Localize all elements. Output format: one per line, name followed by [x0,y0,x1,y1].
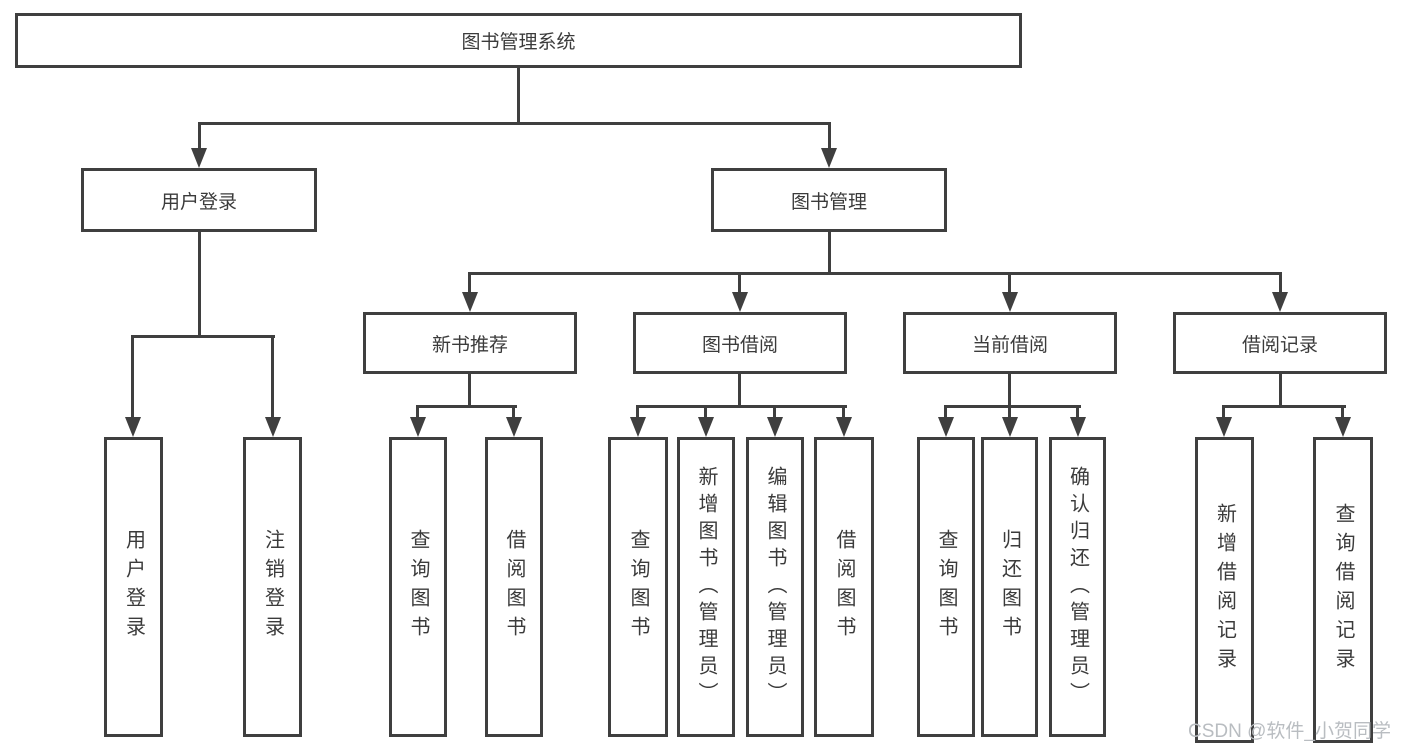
node-library-system: 图书管理系统 [15,13,1022,68]
leaf-return-book: 归还图书 [981,437,1038,737]
leaf-query-borrow-record: 查询借阅记录 [1313,437,1373,743]
arrowhead-icon [732,292,748,312]
connector-line [1222,405,1346,408]
connector-line [636,405,847,408]
arrowhead-icon [821,148,837,168]
leaf-borrow-book-1: 借阅图书 [485,437,543,737]
connector-line [1076,405,1079,421]
node-label: 查询图书 [627,529,649,645]
connector-line [1279,272,1282,296]
leaf-query-book-3: 查询图书 [917,437,975,737]
node-label: 借阅图书 [833,529,855,645]
arrowhead-icon [125,417,141,437]
node-label: 确认归还（管理员） [1066,465,1089,709]
leaf-add-book-admin: 新增图书（管理员） [677,437,735,737]
arrowhead-icon [410,417,426,437]
node-label: 图书管理 [790,191,867,213]
arrowhead-icon [836,417,852,437]
connector-line [198,122,831,125]
arrowhead-icon [1070,417,1086,437]
node-label: 查询图书 [935,529,957,645]
node-label: 借阅图书 [503,529,525,645]
leaf-user-login: 用户登录 [104,437,163,737]
leaf-query-book-2: 查询图书 [608,437,668,737]
arrowhead-icon [767,417,783,437]
connector-line [1008,405,1011,421]
connector-line [1008,272,1011,296]
connector-line [131,335,134,421]
arrowhead-icon [462,292,478,312]
node-label: 图书借阅 [701,334,778,356]
leaf-query-book-1: 查询图书 [389,437,447,737]
arrowhead-icon [506,417,522,437]
arrowhead-icon [1002,417,1018,437]
leaf-edit-book-admin: 编辑图书（管理员） [746,437,804,737]
node-user-login: 用户登录 [81,168,317,232]
connector-line [1222,405,1225,421]
csdn-watermark: CSDN @软件_小贺同学 [1188,721,1391,742]
connector-line [636,405,639,421]
connector-line [828,122,831,152]
node-label: 新增图书（管理员） [695,465,717,709]
connector-line [198,122,201,152]
node-label: 借阅记录 [1241,334,1318,356]
connector-line [512,405,515,421]
connector-line [738,374,741,408]
connector-line [704,405,707,421]
connector-line [944,405,1081,408]
node-label: 新书推荐 [431,334,508,356]
connector-line [517,68,520,125]
node-current-borrowing: 当前借阅 [903,312,1117,374]
connector-line [416,405,419,421]
arrowhead-icon [698,417,714,437]
arrowhead-icon [1335,417,1351,437]
node-label: 用户登录 [122,529,145,645]
connector-line [416,405,517,408]
node-label: 图书管理系统 [461,32,576,53]
leaf-borrow-book-2: 借阅图书 [814,437,874,737]
node-label: 编辑图书（管理员） [764,465,786,709]
node-label: 查询图书 [407,529,429,645]
leaf-add-borrow-record: 新增借阅记录 [1195,437,1254,743]
connector-line [944,405,947,421]
leaf-confirm-return-admin: 确认归还（管理员） [1049,437,1106,737]
leaf-logout-login: 注销登录 [243,437,302,737]
arrowhead-icon [938,417,954,437]
connector-line [773,405,776,421]
arrowhead-icon [630,417,646,437]
node-label: 注销登录 [261,529,284,645]
node-borrowing-records: 借阅记录 [1173,312,1387,374]
node-new-book-recommend: 新书推荐 [363,312,577,374]
connector-line [468,374,471,408]
connector-line [738,272,741,296]
node-book-borrowing: 图书借阅 [633,312,847,374]
connector-line [1279,374,1282,408]
connector-line [1341,405,1344,421]
arrowhead-icon [265,417,281,437]
node-book-management: 图书管理 [711,168,947,232]
connector-line [842,405,845,421]
connector-line [131,335,275,338]
connector-line [271,335,274,421]
connector-line [468,272,1282,275]
node-label: 新增借阅记录 [1213,503,1236,677]
arrowhead-icon [191,148,207,168]
node-label: 当前借阅 [971,334,1048,356]
node-label: 用户登录 [160,191,237,213]
connector-line [198,232,201,338]
node-label: 归还图书 [998,529,1021,645]
node-label: 查询借阅记录 [1332,503,1354,677]
arrowhead-icon [1216,417,1232,437]
connector-line [1008,374,1011,408]
arrowhead-icon [1002,292,1018,312]
arrowhead-icon [1272,292,1288,312]
connector-line [468,272,471,296]
connector-line [828,232,831,275]
